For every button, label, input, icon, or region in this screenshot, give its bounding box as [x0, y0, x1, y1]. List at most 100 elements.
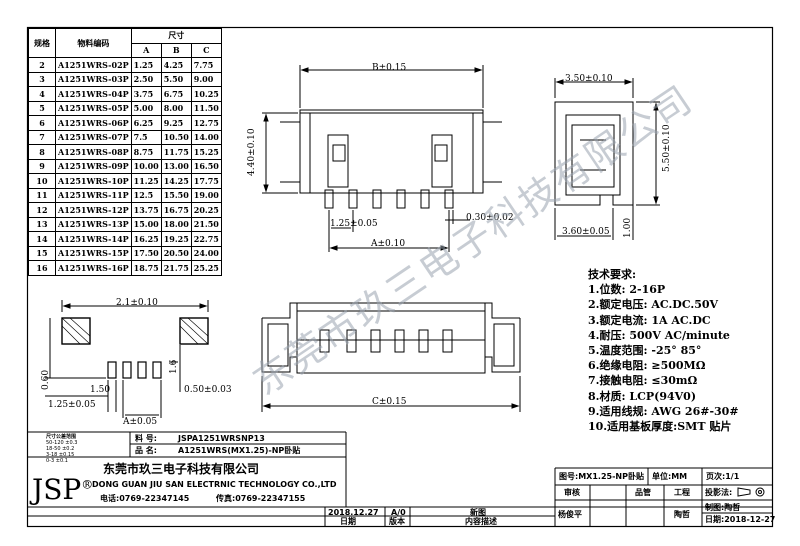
cell-part-no: A1251WRS-14P [55, 231, 132, 247]
cell-dim-c: 9.00 [190, 71, 222, 87]
page: 页次:1/1 [706, 473, 739, 481]
cell-dim-a: 7.5 [130, 129, 162, 145]
dim-a-label: A±0.10 [371, 239, 406, 249]
rev-desc-label: 内容描述 [465, 517, 497, 526]
cell-dim-b: 15.50 [160, 187, 192, 203]
cell-positions: 8 [28, 144, 56, 160]
dim-pad-21: 2.1±0.10 [116, 298, 158, 308]
cell-dim-c: 20.25 [190, 202, 222, 218]
dim-height-440: 4.40±0.10 [247, 128, 257, 176]
draw-date: 日期:2018-12-27 [705, 516, 775, 524]
engineer-name: 陶哲 [674, 510, 690, 519]
cell-part-no: A1251WRS-13P [55, 216, 132, 232]
drawer-label: 制图: [705, 503, 725, 512]
dim-pad-050: 0.50±0.03 [184, 385, 232, 395]
cell-part-no: A1251WRS-12P [55, 202, 132, 218]
cell-dim-b: 4.25 [160, 57, 192, 73]
cell-positions: 13 [28, 216, 56, 232]
logo-text: JSP [32, 473, 82, 506]
cell-dim-a: 15.00 [130, 216, 162, 232]
cell-dim-a: 16.25 [130, 231, 162, 247]
cell-dim-c: 7.75 [190, 57, 222, 73]
cell-dim-b: 6.75 [160, 86, 192, 102]
tolerance-row: 0-3 ±0.1 [46, 458, 68, 464]
header-col-c: C [190, 42, 222, 58]
cell-part-no: A1251WRS-04P [55, 86, 132, 102]
logo-mark: ® [81, 477, 94, 492]
drawing-no-label: 图号: [559, 472, 579, 481]
unit: 单位:MM [652, 473, 687, 481]
dim-width-360: 3.60±0.05 [562, 227, 610, 237]
header-part-no: 物料编码 [55, 28, 132, 58]
drawing-no: 图号:MX1.25-NP卧贴 [559, 473, 644, 481]
rev-date-value: 2018.12.27 [328, 508, 379, 517]
company-name-cn: 东莞市玖三电子科技有限公司 [103, 462, 260, 476]
cell-dim-a: 2.50 [130, 71, 162, 87]
dim-thickness-030: 0.30±0.02 [466, 213, 514, 223]
rev-date-label: 日期 [340, 517, 356, 526]
cell-part-no: A1251WRS-15P [55, 245, 132, 261]
rev-label: 版本 [389, 517, 405, 526]
cell-dim-a: 5.00 [130, 100, 162, 116]
cell-dim-c: 19.00 [190, 187, 222, 203]
company-tel: 电话:0769-22347145 [100, 494, 190, 503]
cell-dim-a: 8.75 [130, 144, 162, 160]
part-no-value: JSPA1251WRSNP13 [178, 434, 265, 443]
cell-dim-b: 21.75 [160, 260, 192, 276]
reviewer-name: 杨俊平 [558, 510, 582, 519]
cell-part-no: A1251WRS-09P [55, 158, 132, 174]
cell-positions: 3 [28, 71, 56, 87]
cell-dim-b: 14.25 [160, 173, 192, 189]
cell-dim-a: 6.25 [130, 115, 162, 131]
cell-positions: 12 [28, 202, 56, 218]
header-col-b: B [160, 42, 192, 58]
product-name-label: 品 名: [135, 446, 157, 455]
drawing-no-value: MX1.25-NP卧贴 [578, 472, 644, 481]
cell-dim-a: 18.75 [130, 260, 162, 276]
requirement-item: 7.接触电阻: ≤30mΩ [588, 374, 698, 388]
cell-dim-a: 10.00 [130, 158, 162, 174]
cell-positions: 7 [28, 129, 56, 145]
unit-value: MM [671, 472, 688, 481]
engineering-label: 工程 [674, 488, 690, 497]
title-block-grid [28, 431, 772, 526]
dim-pad-150: 1.50 [90, 385, 111, 395]
tolerance-row: 18-50 ±0.2 [46, 446, 75, 452]
cell-dim-a: 3.75 [130, 86, 162, 102]
dim-pitch-125: 1.25±0.05 [330, 219, 378, 229]
cell-dim-c: 21.50 [190, 216, 222, 232]
cell-dim-c: 25.25 [190, 260, 222, 276]
page-value: 1/1 [725, 472, 740, 481]
drawer-name: 陶哲 [724, 503, 741, 512]
draw-date-label: 日期: [705, 515, 725, 524]
cell-positions: 10 [28, 173, 56, 189]
requirement-item: 9.适用线规: AWG 26#-30# [588, 404, 739, 418]
requirement-item: 4.耐压: 500V AC/minute [588, 328, 730, 342]
product-name-value: A1251WRS(MX1.25)-NP卧贴 [178, 446, 301, 455]
cell-positions: 2 [28, 57, 56, 73]
draw-date-value: 2018-12-27 [724, 515, 776, 524]
rev-desc-value: 新图 [470, 508, 486, 517]
dim-height-100: 1.00 [623, 217, 633, 238]
requirement-item: 6.绝缘电阻: ≥500MΩ [588, 359, 706, 373]
cell-dim-b: 9.25 [160, 115, 192, 131]
cell-dim-b: 20.50 [160, 245, 192, 261]
cell-dim-c: 14.00 [190, 129, 222, 145]
requirement-item: 2.额定电压: AC.DC.50V [588, 298, 719, 312]
company-fax: 传真:0769-22347155 [216, 494, 306, 503]
cell-dim-b: 5.50 [160, 71, 192, 87]
cell-dim-c: 17.75 [190, 173, 222, 189]
cell-dim-b: 10.50 [160, 129, 192, 145]
tolerance-title: 尺寸公差范围 [46, 434, 77, 440]
